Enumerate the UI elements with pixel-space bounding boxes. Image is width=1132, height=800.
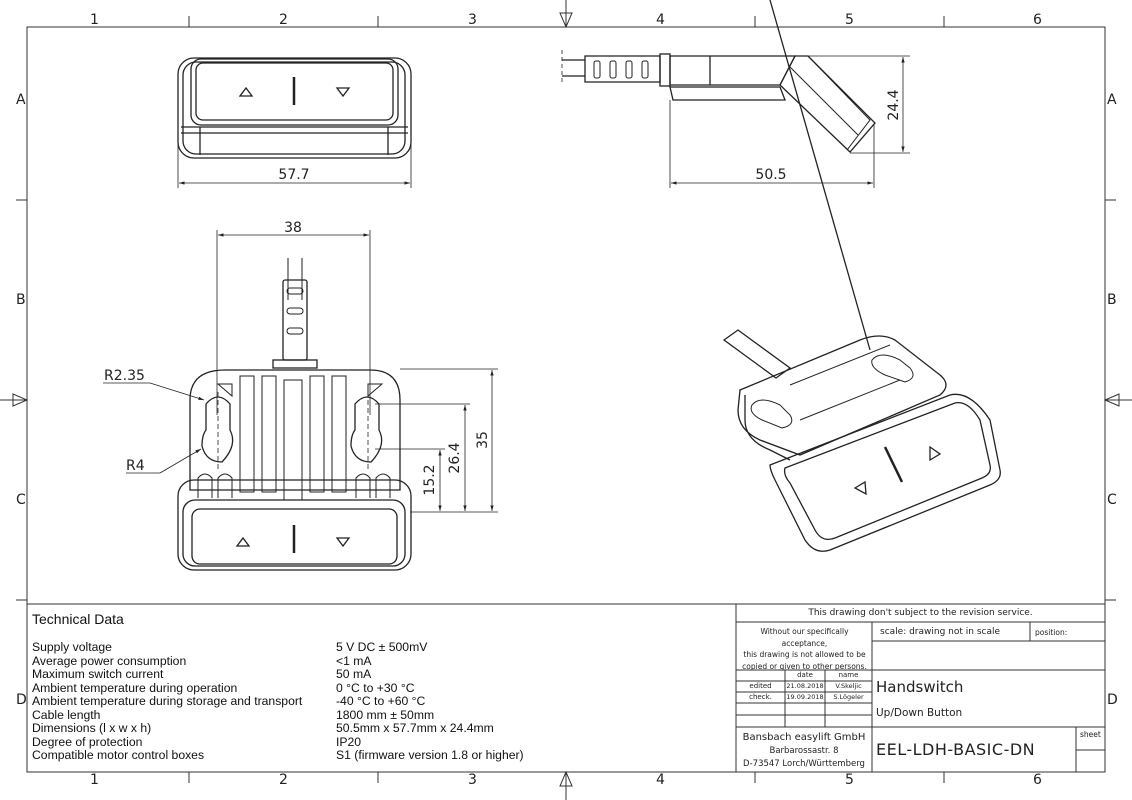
dim-radius-small: R2.35 xyxy=(104,368,145,384)
spec-value: 5 V DC ± 500mV xyxy=(336,640,428,654)
spec-row: Maximum switch current 50 mA xyxy=(32,667,732,682)
up-arrow-icon xyxy=(238,86,254,97)
spec-row: Dimensions (l x w x h) 50.5mm x 57.7mm x … xyxy=(32,721,732,736)
col-label: 3 xyxy=(468,12,477,28)
spec-label: Supply voltage xyxy=(32,640,112,654)
part-number: EEL-LDH-BASIC-DN xyxy=(876,740,1036,759)
spec-row: Ambient temperature during operation 0 °… xyxy=(32,680,732,696)
spec-row: Cable length 1800 mm ± 50mm xyxy=(32,707,732,723)
dim-15-2: 15.2 xyxy=(422,464,438,495)
scale-note: scale: drawing not in scale xyxy=(880,627,1001,637)
dim-width: 57.7 xyxy=(278,167,309,183)
copyright-line: copied or given to other persons. xyxy=(742,661,867,671)
bottom-view xyxy=(103,230,498,571)
col-label: 6 xyxy=(1033,772,1042,788)
spec-value: S1 (firmware version 1.8 or higher) xyxy=(336,748,524,762)
copyright-line: Without our specifically acceptance, xyxy=(760,627,849,648)
col-label: 4 xyxy=(656,12,665,28)
spec-row: Degree of protection IP20 xyxy=(32,734,732,750)
company-city: D-73547 Lorch/Württemberg xyxy=(743,759,865,769)
spec-label: Compatible motor control boxes xyxy=(32,748,205,762)
up-arrow-icon xyxy=(853,480,867,496)
name-header: name xyxy=(838,671,859,679)
technical-data-title: Technical Data xyxy=(32,611,124,627)
spec-row: Compatible motor control boxes S1 (firmwa… xyxy=(32,748,732,763)
col-label: 6 xyxy=(1033,12,1042,28)
row-label: D xyxy=(1107,692,1118,708)
company-street: Barbarossastr. 8 xyxy=(769,745,839,756)
up-arrow-icon xyxy=(235,536,251,547)
spec-row: Ambient temperature during storage and t… xyxy=(32,694,732,709)
row-label: A xyxy=(16,92,26,108)
col-label: 1 xyxy=(90,12,99,28)
spec-label: Dimensions (l x w x h) xyxy=(32,721,152,735)
edited-name: V.Skeljic xyxy=(835,682,862,690)
date-header: date xyxy=(797,671,813,679)
front-view xyxy=(177,57,412,188)
isometric-view xyxy=(722,0,1001,552)
spec-value: IP20 xyxy=(336,734,362,749)
drawing-title: Handswitch xyxy=(876,678,964,696)
spec-label: Ambient temperature during storage and t… xyxy=(32,694,303,708)
side-view xyxy=(561,50,910,188)
dim-26-4: 26.4 xyxy=(447,442,463,473)
spec-row: Average power consumption <1 mA xyxy=(32,653,732,669)
spec-value: 0 °C to +30 °C xyxy=(336,680,415,695)
row-label: B xyxy=(1107,292,1117,308)
col-label: 2 xyxy=(279,772,288,788)
spec-value: 50.5mm x 57.7mm x 24.4mm xyxy=(336,721,494,735)
spec-label: Ambient temperature during operation xyxy=(32,680,238,695)
row-label: A xyxy=(1107,92,1117,108)
company-name: Bansbach easylift GmbH xyxy=(742,732,866,743)
revision-note: This drawing don't subject to the revisi… xyxy=(808,608,1033,618)
dim-height: 24.4 xyxy=(886,89,902,120)
check-label: check. xyxy=(749,693,772,701)
col-label: 5 xyxy=(845,772,854,788)
col-label: 3 xyxy=(468,772,477,788)
spec-value: <1 mA xyxy=(336,653,372,668)
row-label: C xyxy=(1107,492,1117,508)
spec-value: 50 mA xyxy=(336,667,372,681)
check-date: 19.09.2018 xyxy=(786,693,824,701)
edited-label: edited xyxy=(749,682,772,690)
drawing-subtitle: Up/Down Button xyxy=(876,707,963,719)
col-label: 2 xyxy=(279,12,288,28)
technical-data: Technical Data Supply voltage 5 V DC ± 50… xyxy=(32,611,732,763)
spec-label: Maximum switch current xyxy=(32,667,164,681)
position-label: position: xyxy=(1035,628,1068,637)
sheet-label: sheet xyxy=(1080,730,1101,739)
spec-label: Cable length xyxy=(32,707,101,722)
col-label: 4 xyxy=(656,772,665,788)
spec-value: -40 °C to +60 °C xyxy=(336,694,426,708)
edited-date: 21.08.2018 xyxy=(786,682,824,690)
spec-label: Average power consumption xyxy=(32,653,187,668)
down-arrow-icon xyxy=(335,537,351,548)
grid-ticks xyxy=(16,16,1116,783)
copyright-note: Without our specifically acceptance, thi… xyxy=(737,626,872,672)
col-label: 1 xyxy=(90,772,99,788)
row-label: B xyxy=(16,292,26,308)
row-label: D xyxy=(16,692,27,708)
spec-value: 1800 mm ± 50mm xyxy=(336,707,435,722)
spec-label: Degree of protection xyxy=(32,734,143,749)
copyright-line: this drawing is not allowed to be xyxy=(743,650,866,659)
company-info: Bansbach easylift GmbH Barbarossastr. 8 … xyxy=(736,731,872,772)
dim-hole-spacing: 38 xyxy=(284,220,302,236)
row-label: C xyxy=(16,492,26,508)
title-block-grid xyxy=(27,603,1105,772)
check-name: S.Lögeler xyxy=(833,693,864,701)
col-label: 5 xyxy=(845,12,854,28)
dim-radius-large: R4 xyxy=(126,458,145,474)
spec-row: Supply voltage 5 V DC ± 500mV xyxy=(32,640,732,655)
down-arrow-icon xyxy=(929,445,942,462)
dim-length: 50.5 xyxy=(755,167,786,183)
down-arrow-icon xyxy=(335,87,351,98)
dim-35: 35 xyxy=(475,431,491,449)
